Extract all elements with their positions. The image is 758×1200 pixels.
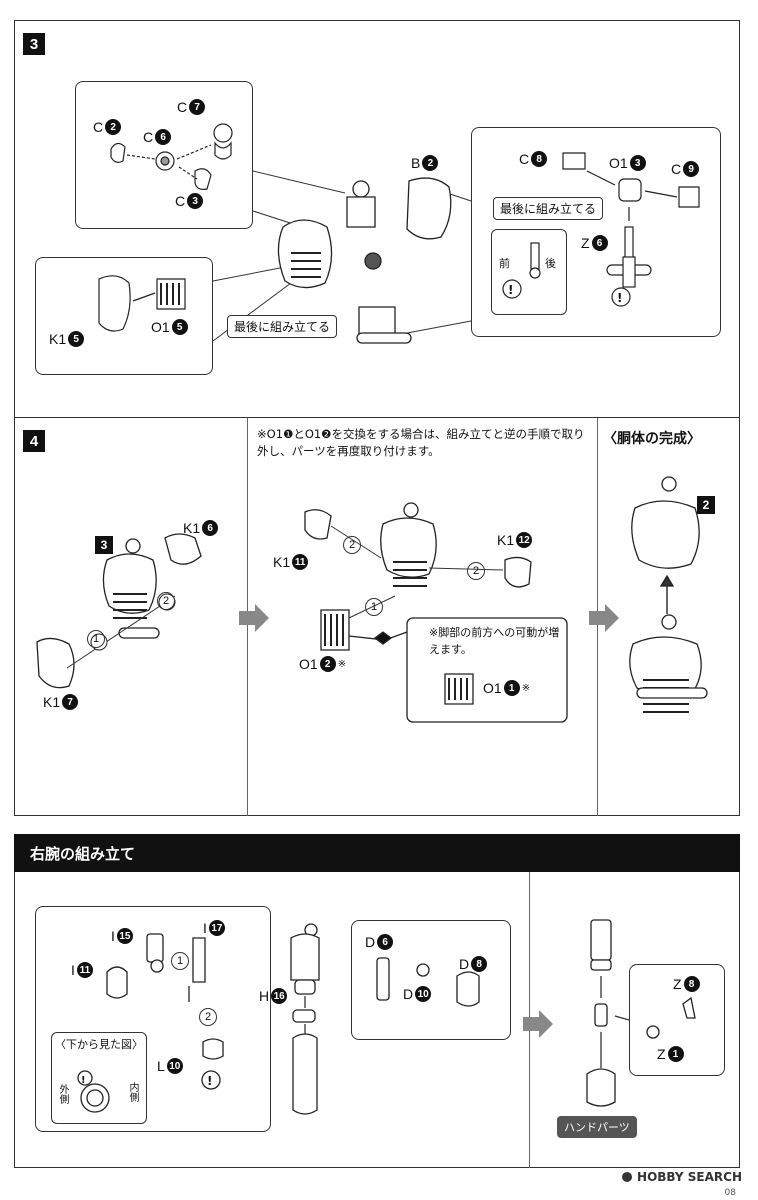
step4-drawings bbox=[36, 476, 708, 723]
last-assemble-tag-center: 最後に組み立てる bbox=[227, 315, 338, 338]
svg-text:!: ! bbox=[508, 283, 513, 297]
next-arrow-1 bbox=[239, 604, 269, 632]
label-back: 後 bbox=[545, 258, 556, 270]
seq-2-b: 2 bbox=[343, 536, 361, 554]
hand-parts-tag: ハンドパーツ bbox=[557, 1116, 637, 1138]
bottom-view-title: 〈下から見た図〉 bbox=[55, 1039, 143, 1051]
label-outer: 外側 bbox=[57, 1084, 68, 1104]
label-inner: 内側 bbox=[127, 1082, 138, 1102]
leg-movement-note: ※脚部の前方への可動が増えます。 bbox=[429, 626, 560, 656]
last-assemble-tag-right: 最後に組み立てる bbox=[493, 197, 604, 220]
ref-step-3: 3 bbox=[95, 536, 113, 554]
svg-text:!: ! bbox=[207, 1074, 212, 1088]
step-number: 4 bbox=[23, 430, 45, 452]
next-arrow-3 bbox=[523, 1010, 553, 1038]
step-3-panel: 3 bbox=[14, 20, 740, 418]
arm-seq-1: 1 bbox=[171, 952, 189, 970]
svg-text:!: ! bbox=[81, 1075, 86, 1086]
right-arm-header: 右腕の組み立て bbox=[14, 834, 740, 872]
exchange-note: ※O1❶とO1❷を交換をする場合は、組み立てと逆の手順で取り外し、パーツを再度取… bbox=[257, 427, 585, 458]
seq-1-b: 1 bbox=[365, 598, 383, 616]
seq-1-a: 1 bbox=[87, 630, 105, 648]
svg-text:!: ! bbox=[617, 291, 622, 305]
ref-step-2: 2 bbox=[697, 496, 715, 514]
seq-2-a: 2 bbox=[157, 592, 175, 610]
completion-title: 〈胴体の完成〉 bbox=[603, 430, 701, 446]
watermark: HOBBY SEARCH bbox=[621, 1170, 742, 1184]
step3-drawings: ! ! bbox=[98, 123, 700, 344]
label-front: 前 bbox=[499, 258, 510, 270]
arm-seq-2: 2 bbox=[199, 1008, 217, 1026]
step-4-panel: 4 ※O1❶とO1❷を交換をする場合は、組み立てと逆の手順で取り外し、パーツを再… bbox=[14, 418, 740, 816]
right-arm-drawings: ! ! bbox=[77, 919, 696, 1115]
page-number: 08 bbox=[724, 1188, 736, 1198]
next-arrow-2 bbox=[589, 604, 619, 632]
step-number: 3 bbox=[23, 33, 45, 55]
orientation-note-box bbox=[491, 229, 567, 315]
brand-logo-icon bbox=[622, 1172, 633, 1182]
seq-2-c: 2 bbox=[467, 562, 485, 580]
